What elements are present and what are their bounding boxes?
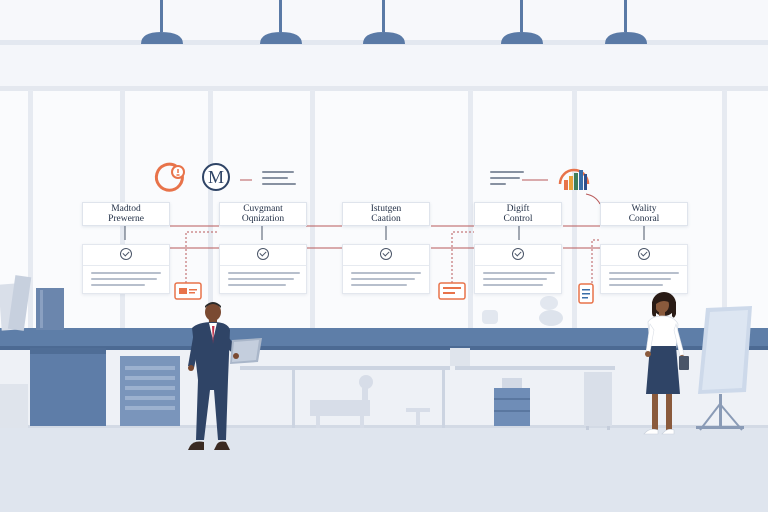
check-circle-icon bbox=[638, 248, 650, 260]
placeholder-text-line bbox=[351, 284, 407, 286]
check-circle-icon bbox=[257, 248, 269, 260]
placeholder-text-line bbox=[609, 278, 671, 280]
stage-detail-panel bbox=[342, 244, 430, 294]
device-card-icon bbox=[438, 282, 466, 300]
bar-chart-icon bbox=[558, 168, 590, 190]
clipboard-icon bbox=[578, 283, 594, 304]
annotation-note bbox=[262, 170, 302, 190]
pendant-lamp bbox=[363, 0, 405, 44]
stage-detail-panel bbox=[600, 244, 688, 294]
placeholder-text-line bbox=[91, 284, 145, 286]
pendant-lamp bbox=[141, 0, 183, 44]
ceiling-lamps bbox=[141, 0, 647, 44]
stage-title: Wality Conoral bbox=[600, 202, 688, 226]
placeholder-text-line bbox=[228, 278, 294, 280]
pendant-lamp bbox=[605, 0, 647, 44]
placeholder-text-line bbox=[490, 171, 524, 173]
panel-divider bbox=[601, 265, 687, 266]
placeholder-text-line bbox=[483, 284, 543, 286]
panel-divider bbox=[220, 265, 306, 266]
businesswoman-figure bbox=[643, 292, 689, 435]
placeholder-text-line bbox=[483, 278, 547, 280]
stage-title: Istutgen Caation bbox=[342, 202, 430, 226]
placeholder-text-line bbox=[483, 272, 555, 274]
placeholder-text-line bbox=[490, 183, 506, 185]
placeholder-text-line bbox=[262, 183, 296, 185]
check-circle-icon bbox=[512, 248, 524, 260]
stage-detail-panel bbox=[219, 244, 307, 294]
panel-divider bbox=[343, 265, 429, 266]
placeholder-text-line bbox=[228, 284, 286, 286]
pendant-lamp bbox=[260, 0, 302, 44]
placeholder-text-line bbox=[609, 284, 663, 286]
placeholder-text-line bbox=[91, 272, 161, 274]
stage-detail-panel bbox=[474, 244, 562, 294]
check-circle-icon bbox=[120, 248, 132, 260]
placeholder-text-line bbox=[91, 278, 157, 280]
placeholder-text-line bbox=[262, 177, 288, 179]
placeholder-text-line bbox=[351, 272, 421, 274]
businessman-figure bbox=[188, 302, 262, 450]
annotation-note bbox=[490, 170, 530, 190]
stage-title: Cuvgmant Oqnization bbox=[219, 202, 307, 226]
pendant-lamp bbox=[501, 0, 543, 44]
placeholder-text-line bbox=[262, 171, 294, 173]
placeholder-text-line bbox=[490, 177, 520, 179]
placeholder-text-line bbox=[351, 278, 415, 280]
placeholder-text-line bbox=[609, 272, 679, 274]
m-badge-icon: M bbox=[202, 163, 230, 191]
stage-title: Digift Control bbox=[474, 202, 562, 226]
stage-title: Madtod Prewerne bbox=[82, 202, 170, 226]
lightbulb-cycle-icon bbox=[154, 162, 185, 192]
laptop-icon bbox=[174, 282, 202, 300]
stage-detail-panel bbox=[82, 244, 170, 294]
panel-divider bbox=[475, 265, 561, 266]
panel-divider bbox=[83, 265, 169, 266]
check-circle-icon bbox=[380, 248, 392, 260]
placeholder-text-line bbox=[228, 272, 300, 274]
